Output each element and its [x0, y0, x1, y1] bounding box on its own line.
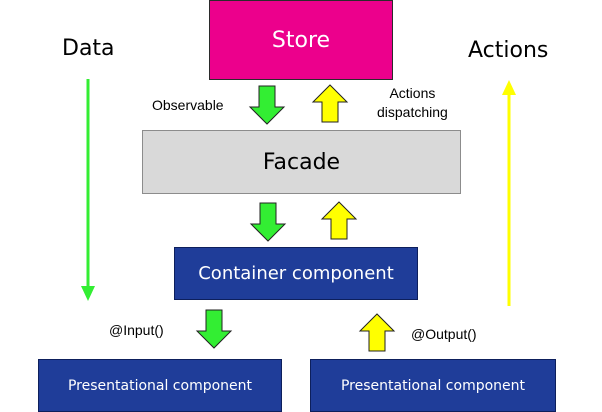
output-arrow: [358, 313, 396, 352]
actions-dispatching-label: Actions dispatching: [377, 84, 448, 122]
input-label: @Input(): [109, 322, 164, 338]
container-component-node: Container component: [174, 247, 418, 300]
facade-node: Facade: [142, 130, 461, 194]
presentational-component-left-label: Presentational component: [67, 377, 253, 394]
presentational-component-right-label: Presentational component: [340, 377, 526, 394]
facade-label: Facade: [262, 149, 341, 175]
observable-label: Observable: [152, 97, 224, 113]
store-node: Store: [209, 0, 393, 80]
data-title: Data: [62, 36, 115, 61]
container-component-label: Container component: [198, 263, 394, 284]
input-arrow: [195, 309, 233, 349]
data-flow-line: [81, 79, 95, 301]
observable-arrow: [248, 85, 286, 125]
actions-flow-line: [502, 80, 516, 306]
actions-title: Actions: [468, 38, 549, 63]
output-label: @Output(): [411, 326, 477, 342]
actions-dispatching-line1: Actions: [389, 85, 436, 101]
actions-dispatching-line2: dispatching: [377, 104, 448, 120]
presentational-component-left-node: Presentational component: [38, 359, 282, 412]
actions-dispatching-arrow: [311, 84, 349, 123]
container-to-facade-arrow: [320, 201, 358, 240]
facade-to-container-arrow: [249, 202, 287, 242]
store-label: Store: [271, 27, 331, 53]
presentational-component-right-node: Presentational component: [310, 359, 556, 412]
